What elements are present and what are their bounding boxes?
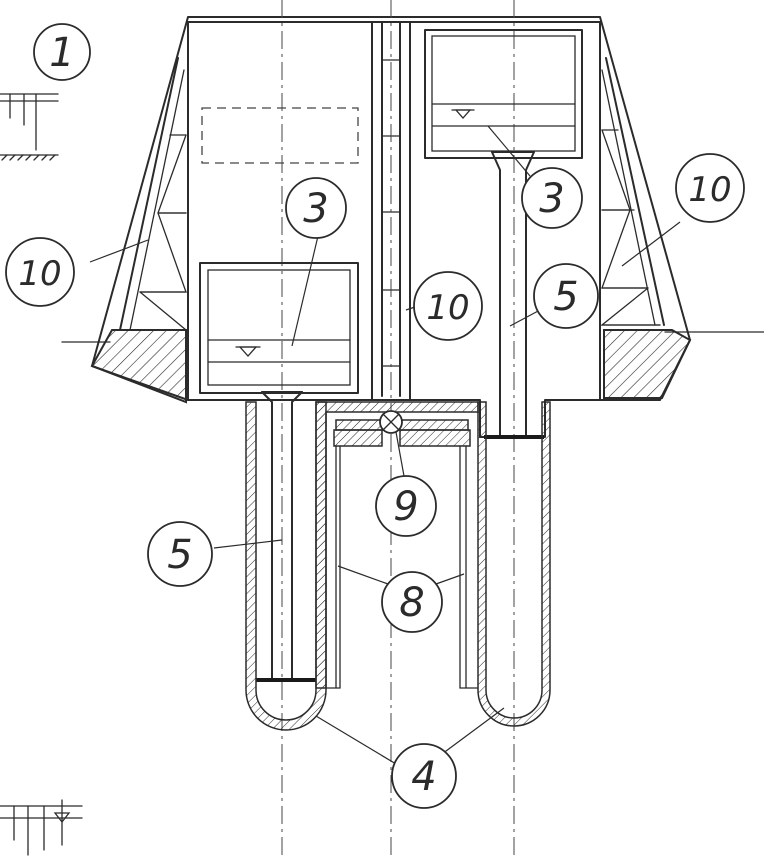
leader-8-right — [435, 573, 465, 585]
tube-right — [484, 151, 544, 439]
leader-3-left — [291, 235, 319, 347]
bubble-bottoms: 4 — [391, 743, 457, 809]
leader-5-left — [213, 539, 283, 549]
leader-9 — [395, 431, 405, 477]
bubble-tube-left: 5 — [147, 521, 213, 587]
leader-5-right — [509, 309, 541, 327]
leader-3-right — [487, 125, 531, 177]
foundation-right — [603, 329, 692, 399]
central-column — [371, 21, 411, 401]
bridge-assembly — [315, 401, 479, 689]
bubble-valve: 9 — [375, 475, 437, 537]
svg-text:5: 5 — [167, 532, 192, 578]
svg-text:3: 3 — [303, 186, 328, 232]
leader-8-left — [337, 565, 389, 585]
svg-text:10: 10 — [426, 288, 469, 328]
truss-frame-left — [119, 57, 188, 331]
bubble-chamber-left: 3 — [285, 177, 347, 239]
tube-left — [256, 391, 316, 682]
casing-right — [477, 401, 551, 727]
chamber-left — [199, 262, 359, 394]
svg-text:1: 1 — [49, 30, 74, 76]
dashed-chamber-outline — [201, 107, 359, 164]
svg-text:9: 9 — [393, 484, 418, 530]
level-mark-bottom-left — [0, 799, 83, 856]
bubble-figure-number: 1 — [33, 23, 91, 81]
bubble-walls: 8 — [381, 571, 443, 633]
truss-frame-right — [600, 57, 665, 326]
bubble-chamber-right: 3 — [521, 167, 583, 229]
level-mark-top-left — [0, 93, 59, 161]
svg-text:3: 3 — [539, 176, 564, 222]
chamber-right — [424, 29, 583, 159]
leader-4-right — [441, 707, 505, 755]
leader-10-left — [89, 239, 149, 263]
bubble-frame-right: 10 — [675, 153, 745, 223]
bubble-frame-left: 10 — [5, 237, 75, 307]
svg-text:4: 4 — [411, 754, 436, 800]
leader-10-right — [621, 221, 681, 267]
svg-text:10: 10 — [18, 254, 61, 294]
foundation-left — [90, 329, 187, 404]
svg-text:8: 8 — [399, 580, 424, 626]
leader-4-left — [315, 715, 397, 765]
svg-text:5: 5 — [553, 274, 578, 320]
valve-icon — [379, 410, 403, 434]
bubble-tube-right: 5 — [533, 263, 599, 329]
svg-text:10: 10 — [688, 170, 731, 210]
bubble-frame-center: 10 — [413, 271, 483, 341]
